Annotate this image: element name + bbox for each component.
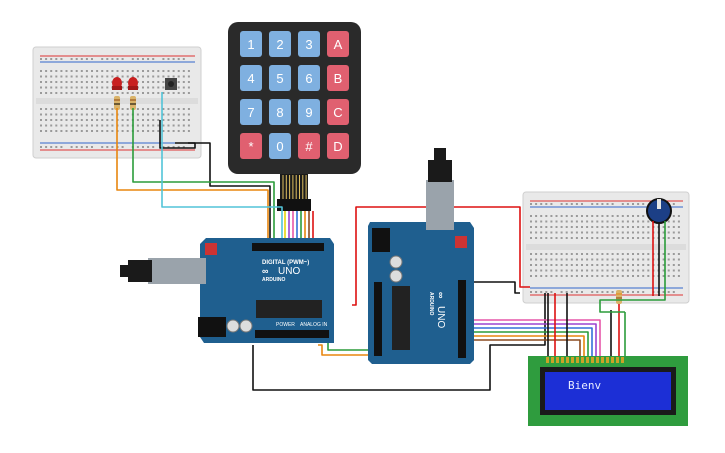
keypad-ribbon xyxy=(277,174,311,211)
keypad-key-2[interactable]: 2 xyxy=(269,31,291,57)
keypad-key-4[interactable]: 4 xyxy=(240,65,262,91)
keypad-key-label: 9 xyxy=(305,105,312,120)
uno-left-analog-label: ANALOG IN xyxy=(300,322,328,328)
keypad-key-label: 3 xyxy=(305,37,312,52)
keypad-key-label: 5 xyxy=(276,71,283,86)
keypad-key-B[interactable]: B xyxy=(327,65,349,91)
keypad-key-label: B xyxy=(334,71,343,86)
uno-left-brand: ARDUINO xyxy=(262,277,285,283)
keypad-key-C[interactable]: C xyxy=(327,99,349,125)
keypad-key-label: * xyxy=(248,139,253,154)
keypad-key-3[interactable]: 3 xyxy=(298,31,320,57)
keypad-key-label: 6 xyxy=(305,71,312,86)
keypad-key-label: A xyxy=(334,37,343,52)
resistor-3 xyxy=(616,290,622,304)
uno-left-logo: ∞ xyxy=(262,266,269,276)
lcd-text: Bienv xyxy=(568,379,601,392)
uno-left-power-label: POWER xyxy=(276,322,295,328)
pushbutton[interactable] xyxy=(165,78,177,90)
keypad-key-label: # xyxy=(305,139,313,154)
potentiometer[interactable] xyxy=(646,198,672,224)
keypad-key-0[interactable]: 0 xyxy=(269,133,291,159)
keypad-key-6[interactable]: 6 xyxy=(298,65,320,91)
keypad-key-A[interactable]: A xyxy=(327,31,349,57)
breadboard-right xyxy=(522,191,690,304)
keypad-key-D[interactable]: D xyxy=(327,133,349,159)
uno-left-digital-label: DIGITAL (PWM~) xyxy=(262,260,309,266)
keypad-key-9[interactable]: 9 xyxy=(298,99,320,125)
keypad-key-5[interactable]: 5 xyxy=(269,65,291,91)
keypad-key-label: 8 xyxy=(276,105,283,120)
uno-right-logo: ∞ xyxy=(436,292,446,299)
arduino-uno-right: UNO ∞ ARDUINO xyxy=(368,148,474,364)
keypad-key-1[interactable]: 1 xyxy=(240,31,262,57)
lcd-16x2: Bienv xyxy=(528,356,688,426)
uno-right-brand: ARDUINO xyxy=(428,292,434,315)
keypad-key-label: 0 xyxy=(276,139,283,154)
resistor-2 xyxy=(130,96,136,110)
keypad-key-7[interactable]: 7 xyxy=(240,99,262,125)
keypad-key-label: 1 xyxy=(247,37,254,52)
keypad-key-label: 7 xyxy=(247,105,254,120)
arduino-uno-left: DIGITAL (PWM~) ∞ UNO ARDUINO POWER ANALO… xyxy=(120,238,334,343)
wires xyxy=(116,92,666,391)
uno-right-model: UNO xyxy=(435,306,446,328)
keypad-key-8[interactable]: 8 xyxy=(269,99,291,125)
keypad-key-#[interactable]: # xyxy=(298,133,320,159)
led-red-1 xyxy=(112,77,122,90)
keypad-key-*[interactable]: * xyxy=(240,133,262,159)
led-red-2 xyxy=(128,77,138,90)
keypad-key-label: D xyxy=(333,139,342,154)
uno-left-model: UNO xyxy=(278,266,300,277)
resistor-1 xyxy=(114,96,120,110)
keypad-key-label: C xyxy=(333,105,342,120)
keypad-key-label: 2 xyxy=(276,37,283,52)
keypad-4x4: 1 2 3 A 4 5 6 B 7 8 9 C * 0 # D xyxy=(228,22,361,211)
keypad-key-label: 4 xyxy=(247,71,254,86)
